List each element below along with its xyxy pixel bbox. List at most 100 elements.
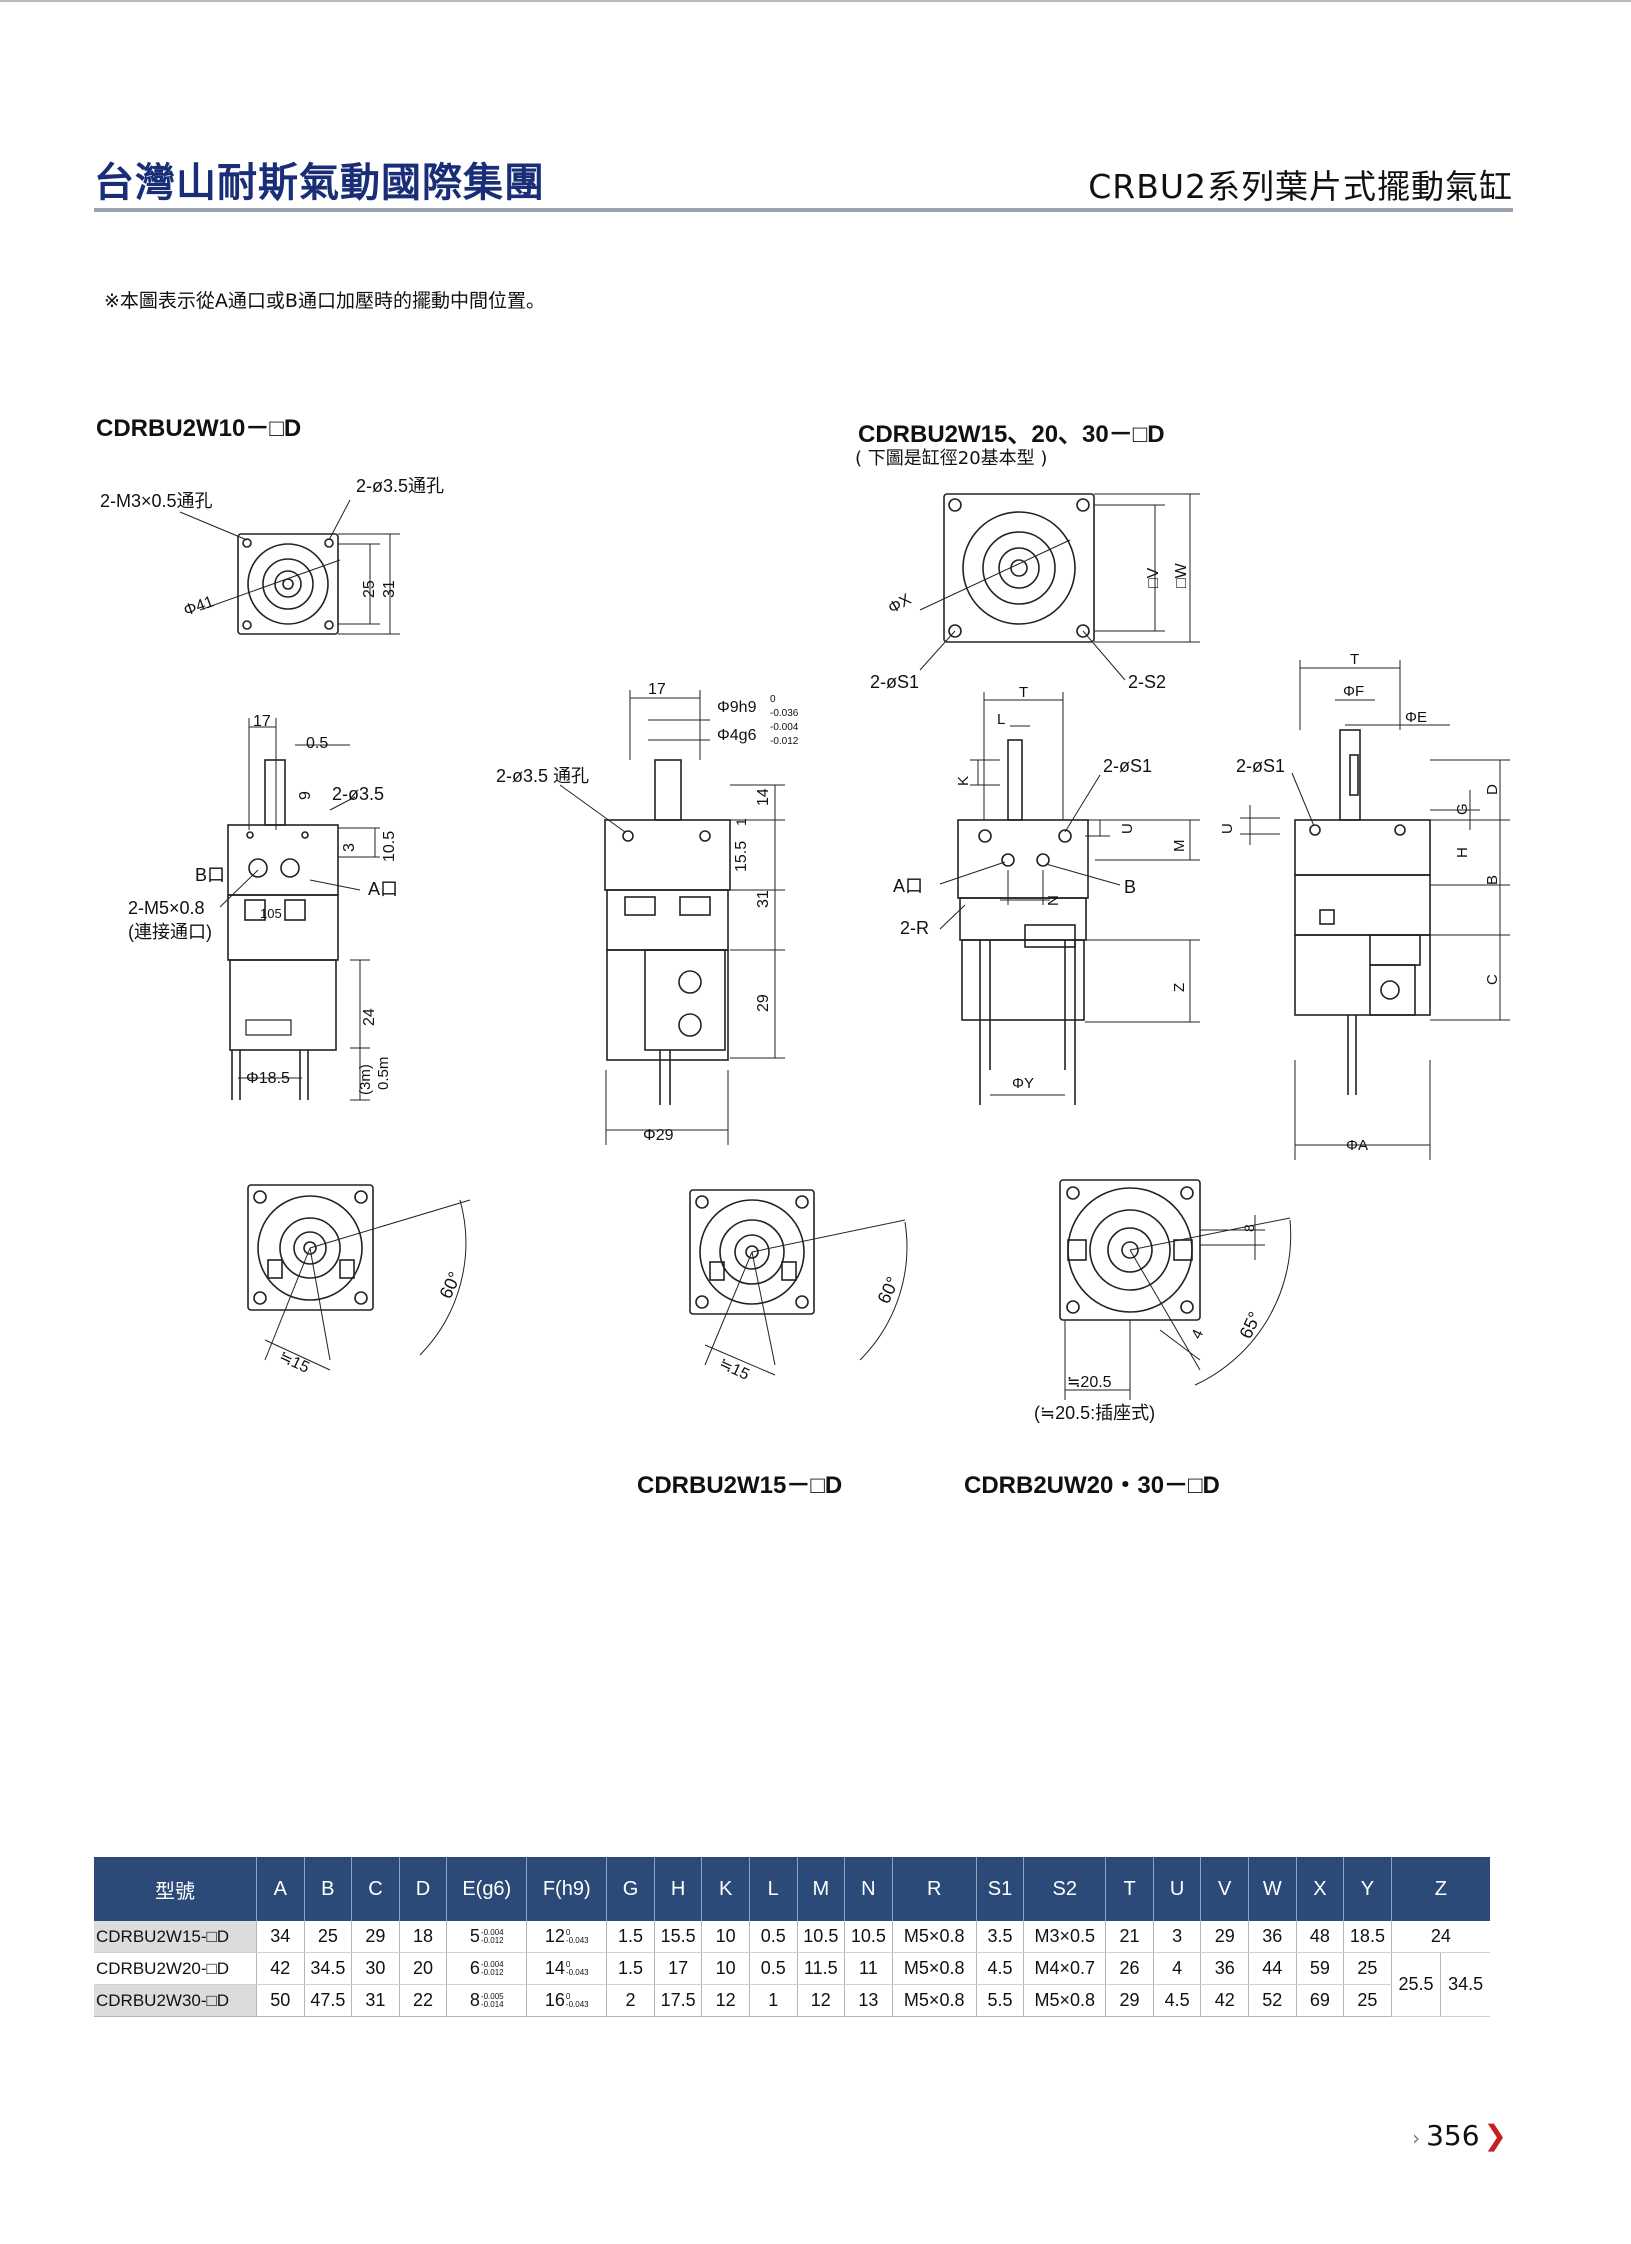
label-d31: 31	[381, 580, 398, 598]
label-B3: B	[1484, 875, 1501, 885]
label-phiE: ΦE	[1405, 709, 1427, 726]
col-header-model: 型號	[94, 1857, 257, 1921]
cell-S2: M5×0.8	[1023, 1984, 1106, 2017]
cell-L: 0.5	[748, 1921, 798, 1953]
cell-A: 50	[255, 1984, 305, 2017]
cell-Z: 24	[1390, 1921, 1490, 1953]
cell-A: 42	[255, 1952, 305, 1985]
label-portA2: A口	[893, 876, 923, 896]
label-d24: 24	[361, 1008, 378, 1026]
col-header-A: A	[255, 1857, 305, 1921]
label-d4: 4	[1188, 1327, 1207, 1342]
label-sqV: □V	[1145, 567, 1162, 588]
cell-Y: 25	[1343, 1984, 1392, 2017]
page-number-text: 356	[1426, 2119, 1480, 2152]
col-header-N: N	[844, 1857, 893, 1921]
label-ang65: 65°	[1235, 1309, 1265, 1342]
label-phi4-tol-l: -0.012	[770, 736, 799, 747]
col-header-V: V	[1200, 1857, 1249, 1921]
label-phi35-c: 2-ø3.5 通孔	[496, 766, 589, 786]
cell-X: 69	[1295, 1984, 1344, 2017]
label-d9: 9	[297, 791, 314, 800]
label-U2: U	[1219, 823, 1236, 834]
col-header-E: E(g6)	[446, 1857, 527, 1921]
label-phi4-tol-u: -0.004	[770, 722, 799, 733]
cell-G: 2	[606, 1984, 655, 2017]
label-phi29: Φ29	[643, 1127, 674, 1144]
figure-title-w20-30: CDRB2UW20・30－□D	[964, 1472, 1220, 1499]
col-header-Z: Z	[1390, 1857, 1490, 1921]
label-lead-05m: 0.5m	[375, 1057, 392, 1090]
col-header-M: M	[796, 1857, 845, 1921]
cell-K: 10	[701, 1952, 750, 1985]
label-s1b: 2-øS1	[1103, 756, 1152, 776]
col-header-B: B	[303, 1857, 352, 1921]
cell-L: 1	[748, 1984, 798, 2017]
label-d105: 10.5	[381, 831, 398, 862]
cell-F: 160-0.043	[526, 1984, 607, 2017]
label-ap15b: ≒15	[716, 1355, 752, 1384]
position-note: ※本圖表示從A通口或B通口加壓時的擺動中間位置。	[104, 290, 545, 312]
label-d155: 15.5	[733, 841, 750, 872]
cell-model: CDRBU2W30-□D	[94, 1984, 257, 2017]
label-m5: 2-M5×0.8	[128, 898, 205, 918]
label-phi9-tol-u: 0	[770, 694, 776, 705]
cell-M: 12	[796, 1984, 845, 2017]
cell-U: 4	[1152, 1952, 1201, 1985]
label-Z: Z	[1171, 983, 1188, 992]
col-header-G: G	[606, 1857, 655, 1921]
cell-T: 21	[1105, 1921, 1154, 1953]
cell-S2: M4×0.7	[1023, 1952, 1106, 1985]
cell-W: 44	[1248, 1952, 1297, 1985]
label-ap15a: ≒15	[276, 1348, 312, 1377]
cell-R: M5×0.8	[891, 1952, 977, 1985]
col-header-H: H	[653, 1857, 702, 1921]
label-U: U	[1119, 823, 1136, 834]
cell-E: 8-0.005-0.014	[446, 1984, 527, 2017]
w15-30-front-view	[939, 692, 1200, 1105]
label-phiF: ΦF	[1343, 683, 1364, 700]
cell-A: 34	[255, 1921, 305, 1953]
dimension-table: 型號 A B C D E(g6) F(h9) G H K L M N R S1 …	[94, 1857, 1490, 2017]
cell-D: 18	[398, 1921, 447, 1953]
label-phi185: Φ18.5	[246, 1070, 290, 1087]
col-header-Y: Y	[1343, 1857, 1392, 1921]
brand-title: 台灣山耐斯氣動國際集團	[94, 159, 545, 206]
label-phi41: Φ41	[182, 593, 217, 619]
cell-S1: 5.5	[975, 1984, 1024, 2017]
col-header-X: X	[1295, 1857, 1344, 1921]
label-R: 2-R	[900, 918, 929, 938]
label-ap205: ≒20.5	[1067, 1374, 1112, 1391]
cell-Z2: 34.5	[1440, 1952, 1490, 2017]
col-header-K: K	[701, 1857, 750, 1921]
series-title: CRBU2系列葉片式擺動氣缸	[1088, 167, 1513, 206]
cell-L: 0.5	[748, 1952, 798, 1985]
label-phiX: ΦX	[886, 591, 915, 618]
cell-M: 11.5	[796, 1952, 845, 1985]
cell-U: 3	[1152, 1921, 1201, 1953]
label-d8: 8	[1241, 1224, 1257, 1232]
page-number: ›356❯	[1412, 2119, 1507, 2152]
label-phi35-a: 2-ø3.5通孔	[356, 476, 444, 496]
table-row: CDRBU2W30-□D 50 47.5 31 22 8-0.005-0.014…	[94, 1984, 1490, 2017]
w10-side-view	[219, 718, 380, 1101]
cell-N: 11	[844, 1952, 893, 1985]
cell-Y: 25	[1343, 1952, 1392, 1985]
label-d105b: 105	[260, 906, 282, 921]
page-chevron-icon: ›	[1412, 2126, 1421, 2150]
label-D: D	[1484, 784, 1501, 795]
cell-N: 13	[844, 1984, 893, 2017]
figure-title-w10: CDRBU2W10－□D	[96, 415, 302, 442]
label-d05: 0.5	[306, 735, 328, 752]
cell-H: 17	[653, 1952, 702, 1985]
label-m5-sub: (連接通口)	[128, 922, 212, 942]
cell-model: CDRBU2W15-□D	[94, 1921, 257, 1953]
cell-B: 47.5	[303, 1984, 352, 2017]
col-header-T: T	[1105, 1857, 1154, 1921]
col-header-R: R	[891, 1857, 977, 1921]
label-phiA: ΦA	[1346, 1137, 1368, 1154]
figure-title-w15-30: CDRBU2W15、20、30－□D	[858, 421, 1165, 448]
label-K: K	[955, 776, 972, 786]
col-header-S1: S1	[975, 1857, 1024, 1921]
cell-E: 6-0.004-0.012	[446, 1952, 527, 1985]
